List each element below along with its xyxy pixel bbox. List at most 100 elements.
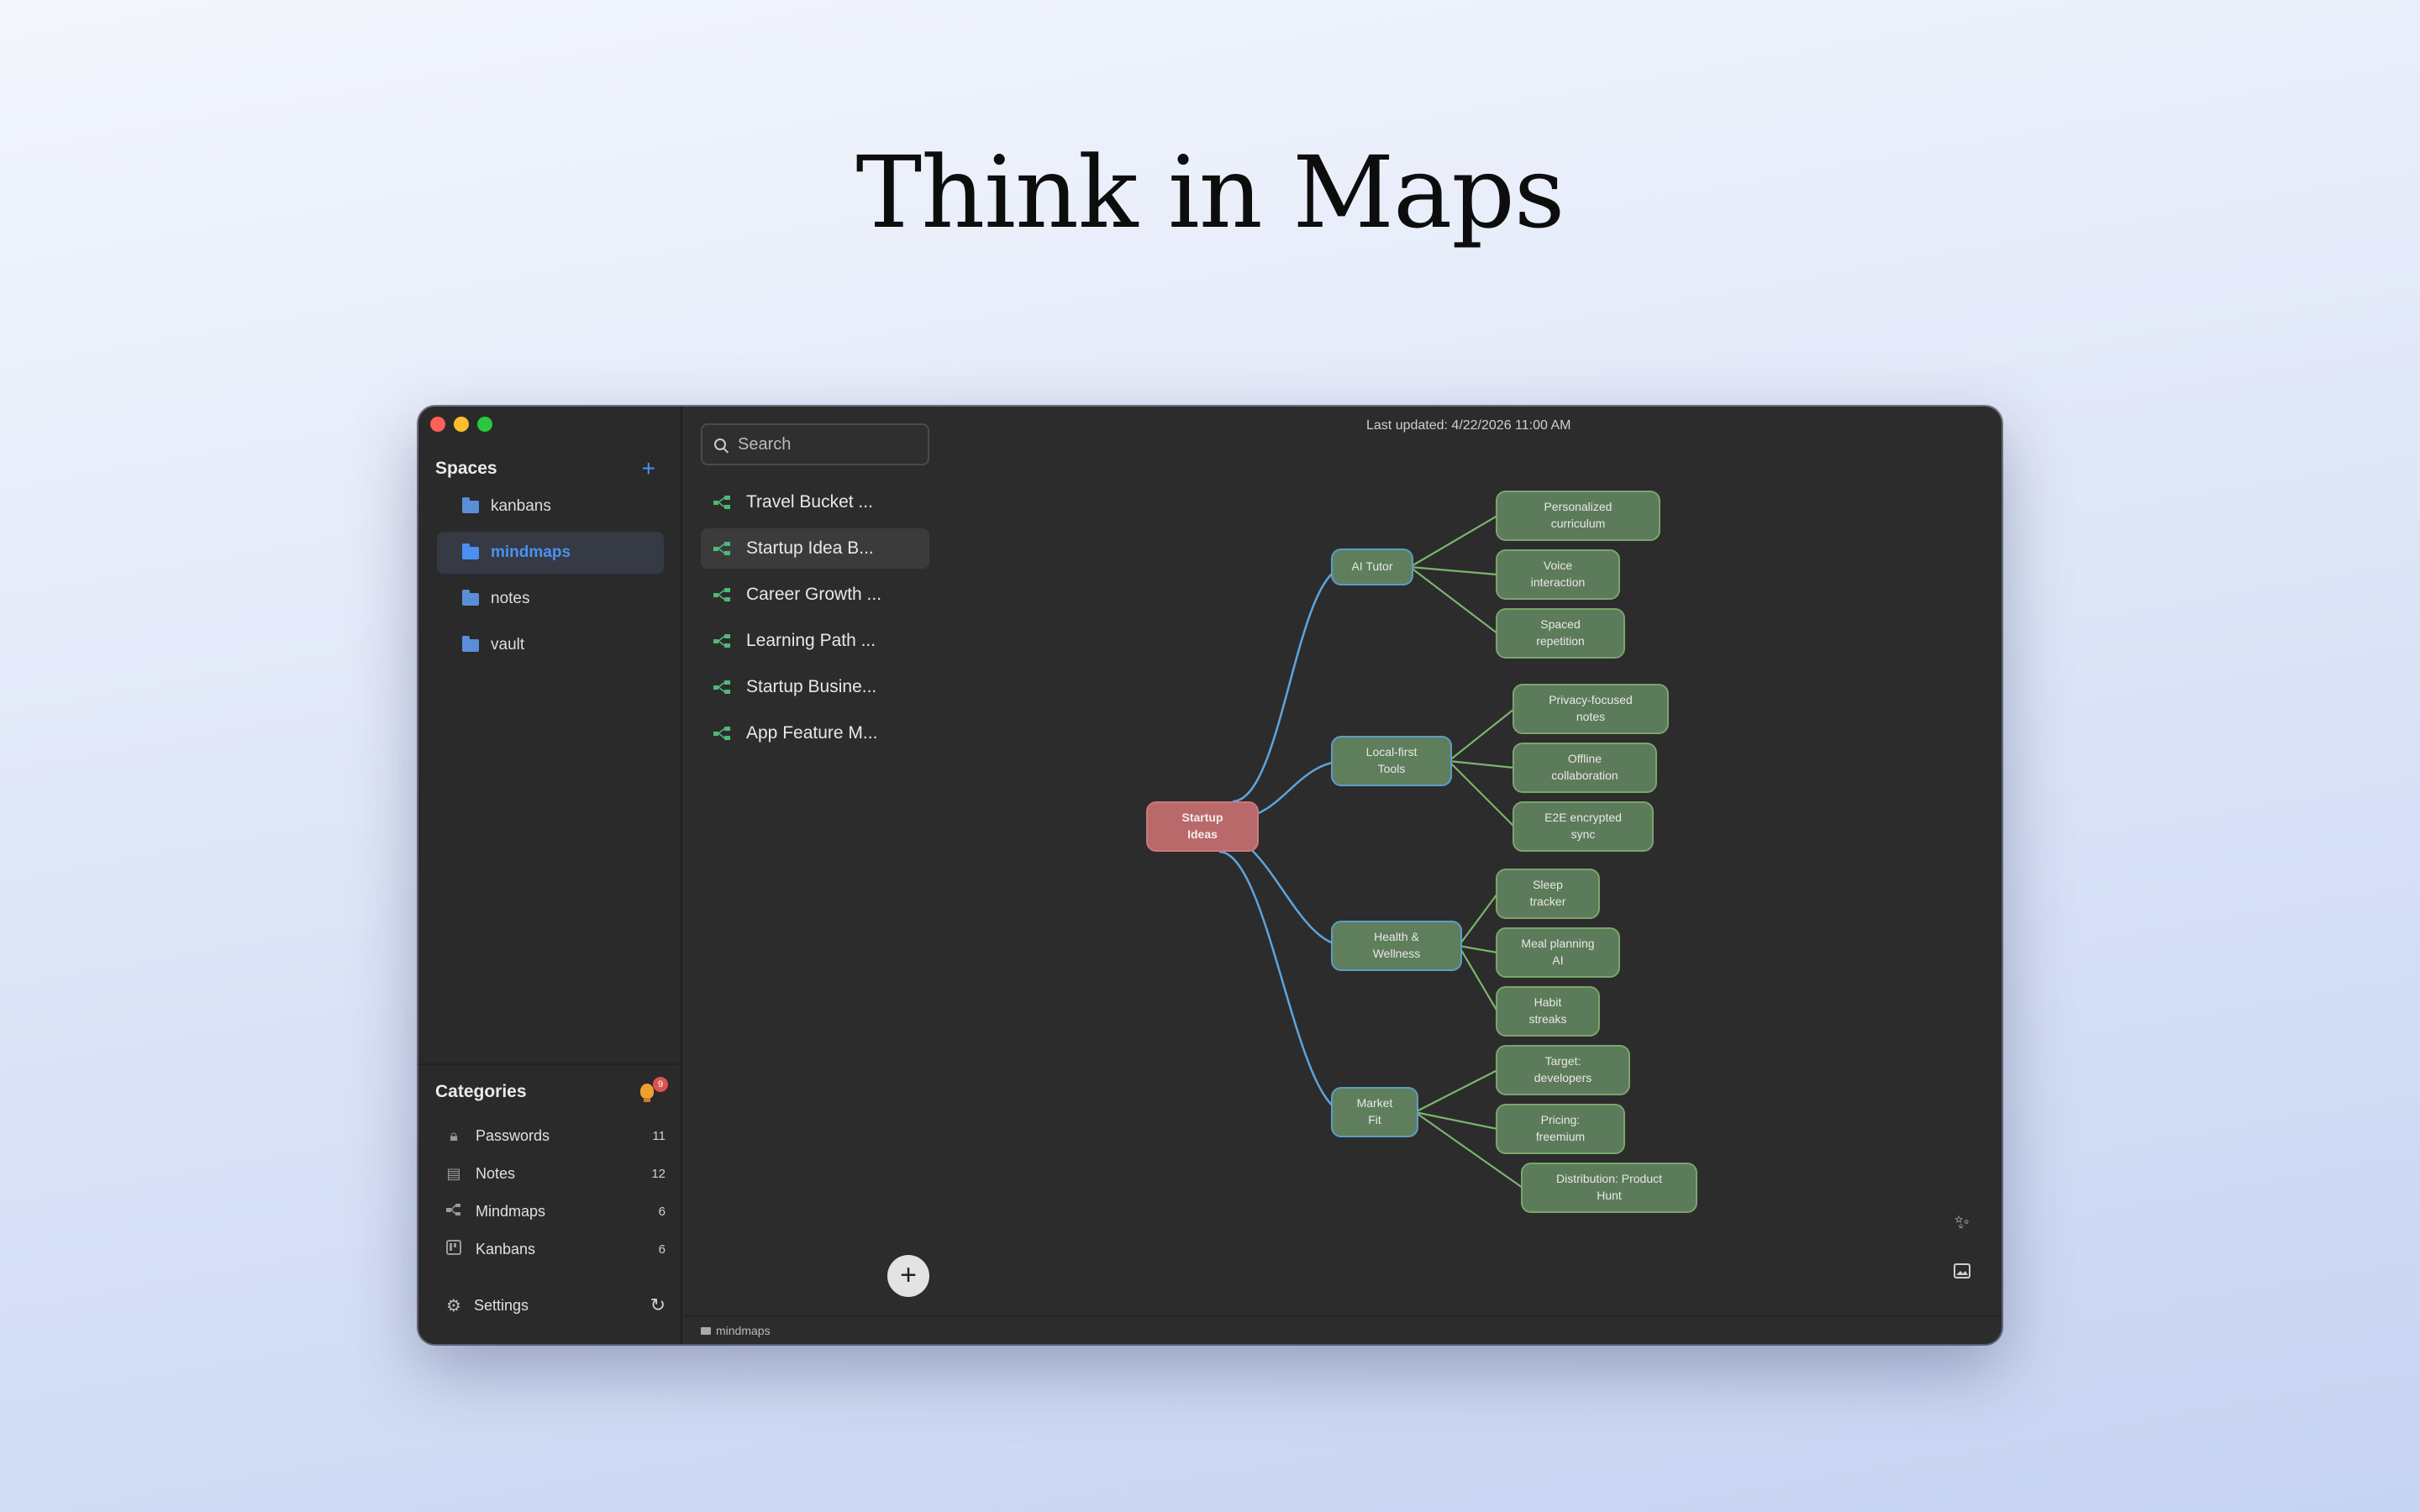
list-item-label: App Feature M... bbox=[746, 723, 878, 743]
list-item-label: Startup Idea B... bbox=[746, 538, 874, 558]
leaf-node[interactable]: Meal planning AI bbox=[1496, 927, 1620, 978]
space-label: notes bbox=[491, 590, 530, 607]
mindmap-edge bbox=[1409, 565, 1498, 576]
leaf-node[interactable]: Personalized curriculum bbox=[1496, 491, 1660, 541]
list-item-label: Career Growth ... bbox=[746, 585, 882, 604]
window-controls bbox=[430, 417, 492, 432]
category-count: 12 bbox=[651, 1166, 666, 1181]
search-input[interactable] bbox=[738, 434, 906, 454]
list-item[interactable]: App Feature M... bbox=[701, 713, 929, 753]
kanban-icon bbox=[444, 1239, 464, 1259]
mindmap-edge bbox=[1218, 850, 1347, 1114]
category-label: Notes bbox=[476, 1164, 516, 1182]
folder-icon bbox=[701, 1326, 711, 1335]
category-passwords[interactable]: 🔒︎ Passwords 11 bbox=[444, 1119, 666, 1152]
hero-title: Think in Maps bbox=[855, 134, 1565, 250]
space-item-notes[interactable]: notes bbox=[437, 578, 664, 620]
mindmap-icon bbox=[713, 495, 731, 510]
space-label: kanbans bbox=[491, 497, 551, 515]
category-count: 11 bbox=[652, 1128, 666, 1143]
settings-button[interactable]: ⚙ Settings ↻ bbox=[444, 1290, 666, 1320]
leaf-node[interactable]: E2E encrypted sync bbox=[1512, 801, 1654, 852]
category-count: 6 bbox=[658, 1204, 666, 1219]
mindmap-edge bbox=[1409, 515, 1498, 568]
category-label: Passwords bbox=[476, 1126, 550, 1144]
mindmap-icon bbox=[444, 1203, 464, 1221]
list-item[interactable]: Career Growth ... bbox=[701, 575, 929, 615]
lightbulb-notification-button[interactable]: 9 bbox=[639, 1077, 668, 1105]
category-notes[interactable]: ▤ Notes 12 bbox=[444, 1157, 666, 1190]
magic-wand-icon[interactable]: ✨︎ bbox=[1954, 1211, 1970, 1232]
gear-icon: ⚙ bbox=[446, 1296, 461, 1315]
leaf-node[interactable]: Pricing: freemium bbox=[1496, 1104, 1625, 1154]
status-bar: mindmaps bbox=[684, 1315, 2002, 1344]
add-document-button[interactable]: + bbox=[887, 1255, 929, 1297]
folder-icon bbox=[462, 496, 479, 513]
branch-node[interactable]: Health & Wellness bbox=[1331, 921, 1462, 971]
search-icon bbox=[714, 438, 726, 450]
search-box[interactable] bbox=[701, 423, 929, 465]
folder-icon bbox=[462, 635, 479, 652]
list-item[interactable]: Learning Path ... bbox=[701, 621, 929, 661]
leaf-node[interactable]: Sleep tracker bbox=[1496, 869, 1600, 919]
sidebar: Spaces + kanbans mindmaps notes vault Ca… bbox=[418, 407, 682, 1344]
leaf-node[interactable]: Distribution: Product Hunt bbox=[1521, 1163, 1697, 1213]
space-item-kanbans[interactable]: kanbans bbox=[437, 486, 664, 528]
mindmap-edge bbox=[1448, 708, 1515, 762]
lightbulb-icon bbox=[640, 1084, 654, 1099]
mindmap-icon bbox=[713, 726, 731, 741]
mindmap-icon bbox=[713, 541, 731, 556]
add-space-button[interactable]: + bbox=[641, 455, 655, 481]
mindmap-edge bbox=[1448, 760, 1515, 827]
leaf-node[interactable]: Habit streaks bbox=[1496, 986, 1600, 1037]
sidebar-divider bbox=[418, 1063, 682, 1065]
space-label: mindmaps bbox=[491, 543, 571, 561]
leaf-node[interactable]: Privacy-focused notes bbox=[1512, 684, 1669, 734]
space-item-mindmaps[interactable]: mindmaps bbox=[437, 532, 664, 574]
last-updated-text: Last updated: 4/22/2026 11:00 AM bbox=[1366, 418, 1571, 433]
mindmap-edge bbox=[1409, 566, 1498, 634]
mindmap-edge bbox=[1414, 1111, 1523, 1189]
mindmap-edge bbox=[1448, 759, 1515, 769]
mindmap-icon bbox=[713, 587, 731, 602]
zoom-window-button[interactable] bbox=[477, 417, 492, 432]
breadcrumb-path: mindmaps bbox=[716, 1324, 771, 1337]
folder-icon bbox=[462, 543, 479, 559]
list-item-label: Startup Busine... bbox=[746, 677, 877, 696]
leaf-node[interactable]: Offline collaboration bbox=[1512, 743, 1657, 793]
branch-node[interactable]: Market Fit bbox=[1331, 1087, 1418, 1137]
mindmap-edge bbox=[1458, 893, 1498, 947]
leaf-node[interactable]: Voice interaction bbox=[1496, 549, 1620, 600]
category-kanbans[interactable]: Kanbans 6 bbox=[444, 1232, 666, 1266]
category-mindmaps[interactable]: Mindmaps 6 bbox=[444, 1194, 666, 1228]
folder-icon bbox=[462, 589, 479, 606]
list-item-label: Learning Path ... bbox=[746, 631, 876, 650]
document-icon: ▤ bbox=[446, 1164, 461, 1182]
leaf-node[interactable]: Target: developers bbox=[1496, 1045, 1630, 1095]
branch-node[interactable]: Local-first Tools bbox=[1331, 736, 1452, 786]
space-item-vault[interactable]: vault bbox=[437, 624, 664, 666]
list-item[interactable]: Startup Busine... bbox=[701, 667, 929, 707]
root-node[interactable]: Startup Ideas bbox=[1146, 801, 1259, 852]
leaf-node[interactable]: Spaced repetition bbox=[1496, 608, 1625, 659]
list-item[interactable]: Startup Idea B... bbox=[701, 528, 929, 569]
minimize-window-button[interactable] bbox=[454, 417, 469, 432]
mindmap-edge bbox=[1458, 944, 1498, 954]
refresh-icon[interactable]: ↻ bbox=[650, 1294, 666, 1315]
list-item[interactable]: Travel Bucket ... bbox=[701, 482, 929, 522]
mindmap-edges bbox=[1218, 515, 1523, 1189]
image-export-icon[interactable] bbox=[1949, 1262, 1975, 1284]
lock-icon: 🔒︎ bbox=[450, 1126, 458, 1144]
branch-node[interactable]: AI Tutor bbox=[1331, 549, 1413, 585]
close-window-button[interactable] bbox=[430, 417, 445, 432]
notification-badge: 9 bbox=[653, 1077, 668, 1092]
mindmap-icon bbox=[713, 633, 731, 648]
categories-heading: Categories bbox=[435, 1082, 527, 1101]
space-label: vault bbox=[491, 636, 525, 654]
category-label: Mindmaps bbox=[476, 1202, 546, 1220]
list-item-label: Travel Bucket ... bbox=[746, 492, 873, 512]
mindmap-edge bbox=[1232, 565, 1347, 803]
category-count: 6 bbox=[658, 1242, 666, 1257]
mindmap-edge bbox=[1414, 1069, 1498, 1113]
mindmap-icon bbox=[713, 680, 731, 695]
